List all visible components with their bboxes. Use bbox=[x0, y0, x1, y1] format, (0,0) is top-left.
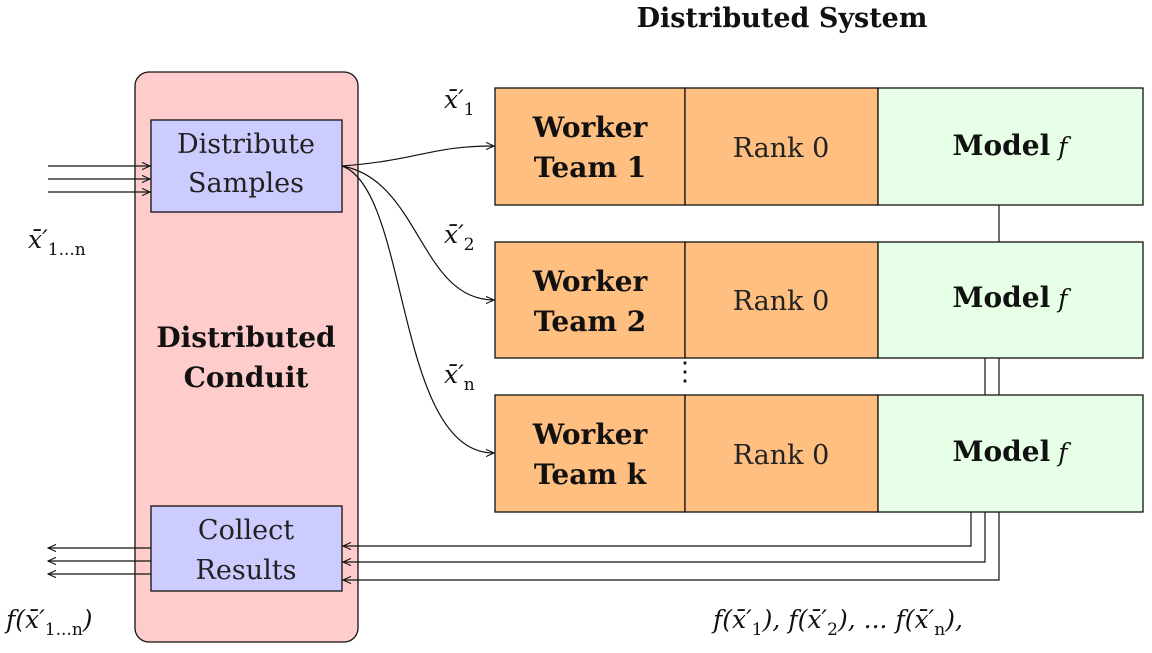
model-box bbox=[877, 394, 1144, 513]
worker-team-line2: Team k bbox=[534, 458, 647, 491]
collect-results-line1: Collect bbox=[198, 515, 294, 546]
conduit-label-line2: Conduit bbox=[184, 361, 309, 394]
input-arrows bbox=[48, 166, 150, 192]
sample-label-n: x̄′n bbox=[444, 360, 475, 395]
model-box bbox=[877, 87, 1144, 206]
worker-team-box bbox=[494, 394, 686, 513]
return-arrows bbox=[343, 512, 1000, 580]
output-label: f(x̄′1...n) bbox=[4, 605, 93, 640]
input-label: x̄′1...n bbox=[28, 225, 86, 260]
distributed-conduit-box bbox=[134, 71, 359, 643]
distribute-samples-line2: Samples bbox=[188, 168, 304, 199]
rank-box bbox=[684, 394, 879, 513]
rank-label: Rank 0 bbox=[733, 440, 830, 471]
dispatch-arrows bbox=[341, 146, 494, 453]
rank-label: Rank 0 bbox=[733, 133, 830, 164]
sample-label-2: x̄′2 bbox=[444, 220, 475, 255]
rank-box bbox=[684, 241, 879, 359]
sample-label-1: x̄′1 bbox=[444, 85, 475, 120]
worker-team-line1: Worker bbox=[532, 418, 649, 451]
team-ellipsis: ⋮ bbox=[672, 357, 698, 387]
worker-team-line1: Worker bbox=[532, 265, 649, 298]
worker-team-line2: Team 1 bbox=[534, 151, 646, 184]
rank-label: Rank 0 bbox=[733, 286, 830, 317]
collect-results-line2: Results bbox=[196, 555, 297, 586]
worker-team-line2: Team 2 bbox=[534, 305, 646, 338]
collect-results-box bbox=[150, 505, 343, 592]
distribute-samples-box bbox=[150, 119, 343, 213]
diagram-title: Distributed System bbox=[637, 3, 928, 34]
worker-team-box bbox=[494, 87, 686, 206]
conduit-label-line1: Distributed bbox=[156, 321, 335, 354]
rank-box bbox=[684, 87, 879, 206]
results-label: f(x̄′1),f(x̄′2),... f(x̄′n), bbox=[711, 605, 963, 640]
worker-team-box bbox=[494, 241, 686, 359]
distribute-samples-line1: Distribute bbox=[177, 129, 315, 160]
worker-team-line1: Worker bbox=[532, 111, 649, 144]
model-box bbox=[877, 241, 1144, 359]
output-arrows bbox=[48, 548, 151, 574]
